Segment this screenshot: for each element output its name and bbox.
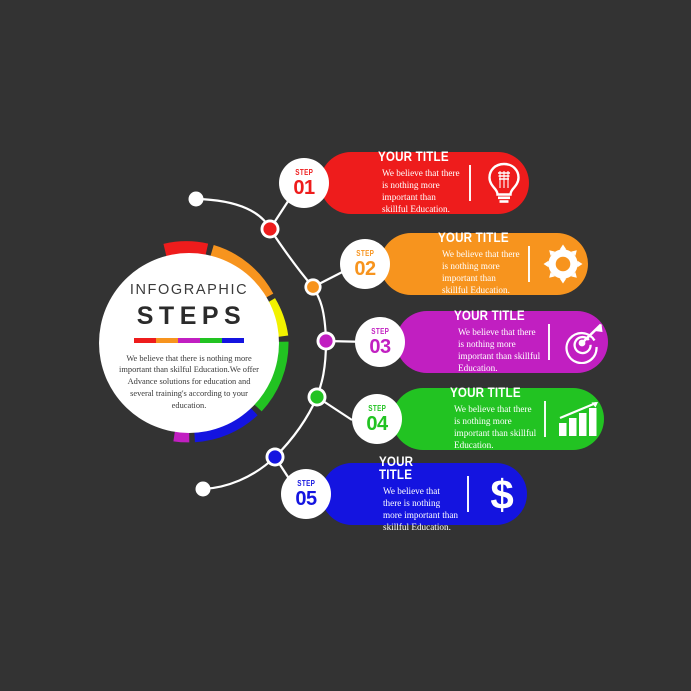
step-number-5: 05 — [295, 487, 317, 510]
step-bubble-5[interactable]: STEP 05 — [281, 469, 331, 519]
step-text-5: YOUR TITLE We believe that there is noth… — [379, 453, 459, 534]
step-word-1: STEP — [295, 167, 313, 177]
hub-rule-seg-2 — [156, 337, 178, 343]
step-word-5: STEP — [297, 478, 315, 488]
step-word-3: STEP — [371, 326, 389, 336]
step-row-2[interactable]: YOUR TITLE We believe that there is noth… — [340, 231, 588, 296]
hub-rule-seg-4 — [200, 337, 222, 343]
step-number-2: 02 — [354, 257, 376, 280]
ring-segment-magenta — [173, 426, 190, 443]
hub-circle: INFOGRAPHIC STEPS We believe that there … — [99, 253, 279, 433]
node-dot-step-2[interactable] — [307, 281, 319, 293]
step-row-4[interactable]: YOUR TITLE We believe that there is noth… — [352, 386, 604, 451]
step-divider-2 — [528, 246, 530, 282]
node-ring-1 — [260, 219, 280, 239]
step-pill-4[interactable]: YOUR TITLE We believe that there is noth… — [392, 386, 604, 451]
step-bubble-3[interactable]: STEP 03 — [355, 317, 405, 367]
bar-chart-growth-icon — [554, 396, 604, 442]
svg-text:$: $ — [490, 471, 513, 517]
connector-line-top-endpoint — [195, 197, 271, 230]
step-title-2: YOUR TITLE — [438, 230, 509, 246]
step-title-3: YOUR TITLE — [454, 308, 525, 324]
gear-icon — [538, 241, 588, 287]
hub-title-line-2: STEPS — [136, 301, 247, 330]
step-pill-5[interactable]: YOUR TITLE We believe that there is noth… — [321, 454, 527, 532]
ring-segment-blue — [193, 404, 258, 443]
hub-title-line-1: INFOGRAPHIC — [129, 282, 249, 298]
node-dot-step-3[interactable] — [319, 334, 333, 348]
endpoint-dot-bottom — [195, 481, 211, 497]
node-ring-3 — [316, 331, 336, 351]
step-body-3: We believe that there is nothing more im… — [458, 326, 541, 374]
step-number-1: 01 — [293, 176, 315, 199]
hub-color-rule — [134, 337, 244, 343]
connector-branch-step-4 — [316, 396, 353, 421]
step-number-3: 03 — [369, 335, 391, 358]
node-ring-4 — [307, 387, 327, 407]
step-divider-3 — [548, 324, 550, 360]
step-pill-2[interactable]: YOUR TITLE We believe that there is noth… — [380, 231, 588, 296]
target-arrow-icon — [558, 319, 608, 365]
node-dot-step-4[interactable] — [310, 390, 324, 404]
lightbulb-icon — [479, 160, 529, 206]
step-body-2: We believe that there is nothing more im… — [442, 248, 520, 296]
step-row-1[interactable]: YOUR TITLE We believe that there is noth… — [279, 150, 529, 215]
node-ring-2 — [304, 278, 322, 296]
step-divider-5 — [467, 476, 469, 512]
step-text-2: YOUR TITLE We believe that there is noth… — [438, 231, 520, 296]
hub-rule-seg-5 — [222, 337, 244, 343]
step-row-5[interactable]: YOUR TITLE We believe that there is noth… — [281, 454, 527, 532]
hub-rule-seg-1 — [134, 337, 156, 343]
node-dot-step-5[interactable] — [268, 450, 282, 464]
step-body-1: We believe that there is nothing more im… — [382, 167, 460, 215]
node-dot-step-1[interactable] — [263, 222, 277, 236]
step-divider-1 — [469, 165, 471, 201]
step-bubble-2[interactable]: STEP 02 — [340, 239, 390, 289]
endpoint-dot-top — [188, 191, 204, 207]
step-pill-3[interactable]: YOUR TITLE We believe that there is noth… — [396, 309, 608, 374]
step-word-2: STEP — [356, 248, 374, 258]
step-title-4: YOUR TITLE — [450, 385, 521, 401]
step-bubble-1[interactable]: STEP 01 — [279, 158, 329, 208]
step-body-5: We believe that there is nothing more im… — [383, 485, 459, 533]
step-body-4: We believe that there is nothing more im… — [454, 403, 537, 451]
step-text-4: YOUR TITLE We believe that there is noth… — [450, 386, 536, 451]
connector-line-3-4 — [315, 340, 328, 398]
step-number-4: 04 — [366, 412, 388, 435]
step-title-5: YOUR TITLE — [379, 453, 414, 483]
step-bubble-4[interactable]: STEP 04 — [352, 394, 402, 444]
ring-segment-green — [250, 341, 289, 412]
step-text-3: YOUR TITLE We believe that there is noth… — [454, 309, 540, 374]
hub-rule-seg-3 — [178, 337, 200, 343]
step-pill-1[interactable]: YOUR TITLE We believe that there is noth… — [320, 150, 529, 215]
step-divider-4 — [544, 401, 546, 437]
step-text-1: YOUR TITLE We believe that there is noth… — [378, 150, 461, 215]
dollar-sign-icon: $ — [477, 471, 527, 517]
connector-line-bottom-endpoint — [202, 456, 276, 491]
step-word-4: STEP — [368, 403, 386, 413]
step-title-1: YOUR TITLE — [378, 149, 449, 165]
step-row-3[interactable]: YOUR TITLE We believe that there is noth… — [355, 309, 608, 374]
connector-line-2-3 — [312, 286, 328, 342]
hub-description: We believe that there is nothing more im… — [119, 353, 259, 411]
ring-segment-red — [163, 241, 209, 259]
